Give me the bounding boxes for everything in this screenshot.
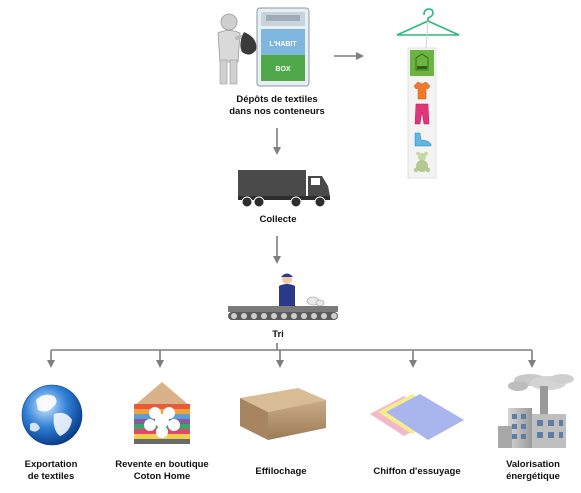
output-export-line1: Exportation [24,459,78,470]
output-fraying-line1: Effilochage [255,466,307,477]
output-wiping-line1: Chiffon d'essuyage [373,466,461,477]
container-tag-text: BOX [275,66,291,73]
sorting-worker-icon [279,273,325,307]
fiber-block-icon [240,388,326,440]
output-label-fraying: Effilochage [236,466,326,478]
output-label-export: Exportation de textiles [6,459,96,483]
output-energy-line1: Valorisation [506,459,560,470]
person-with-bag-icon [217,13,257,85]
teddy-bear-icon [413,151,431,173]
tag-icon [410,50,434,76]
truck-icon [238,170,330,208]
container-brand-text: L'HABIT [269,41,297,48]
output-resale-line1: Revente en boutique [115,459,209,470]
arrow-deposit-to-collect [273,128,281,155]
tshirt-icon [413,81,431,100]
deposit-step-label: Dépôts de textiles dans nos conteneurs [222,94,332,118]
trousers-icon [414,103,430,125]
arrow-collect-to-sort [273,236,281,264]
output-label-wiping-cloth: Chiffon d'essuyage [362,466,472,478]
output-energy-line2: énergétique [506,471,560,482]
sort-step-label: Tri [258,329,298,341]
sort-label-text: Tri [272,329,284,340]
textile-container-icon: L'HABIT BOX [256,7,310,87]
shoe-icon [414,132,432,147]
striped-house-icon [134,382,190,444]
globe-icon [21,384,83,446]
collect-label-text: Collecte [259,214,297,225]
output-label-resale: Revente en boutique Coton Home [102,459,222,483]
output-export-line2: de textiles [27,471,75,482]
collect-step-label: Collecte [240,214,316,226]
output-resale-line2: Coton Home [133,471,191,482]
deposit-label-line2: dans nos conteneurs [229,106,325,117]
conveyor-belt-icon [228,306,338,320]
cloths-icon [370,394,464,440]
output-label-energy: Valorisation énergétique [490,459,576,483]
arrow-container-to-items [334,52,364,60]
factory-icon [498,374,574,448]
clothes-hanger-icon [396,8,460,179]
distribution-connector [47,343,536,368]
deposit-label-line1: Dépôts de textiles [236,94,318,105]
